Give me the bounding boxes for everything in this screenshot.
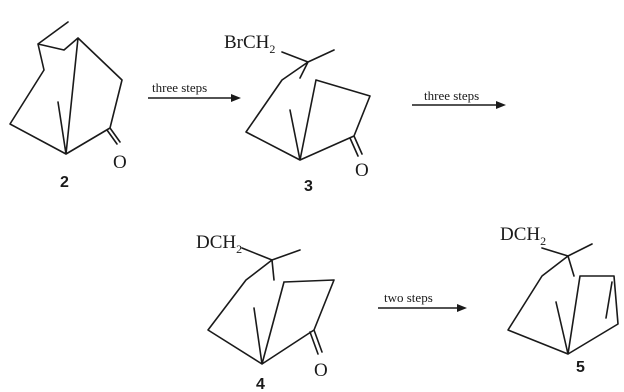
compound-4-structure: DCH2 O 4 bbox=[196, 232, 335, 392]
compound-4-substituent: DCH2 bbox=[196, 232, 242, 256]
compound-3-structure: BrCH2 O 3 bbox=[224, 32, 371, 195]
compound-2-structure: O 2 bbox=[9, 21, 127, 191]
compound-3-number: 3 bbox=[304, 178, 313, 195]
compound-4-oxygen: O bbox=[314, 360, 328, 381]
reaction-arrow-1: three steps bbox=[148, 80, 241, 102]
compound-2-number: 2 bbox=[60, 174, 69, 191]
arrow-1-conditions: three steps bbox=[152, 80, 207, 95]
compound-3-substituent: BrCH2 bbox=[224, 32, 275, 56]
compound-5-structure: DCH2 5 bbox=[500, 224, 619, 376]
reaction-arrow-3: two steps bbox=[378, 290, 467, 312]
compound-5-substituent: DCH2 bbox=[500, 224, 546, 248]
arrow-3-conditions: two steps bbox=[384, 290, 433, 305]
compound-3-oxygen: O bbox=[355, 160, 369, 181]
reaction-arrow-2: three steps bbox=[412, 88, 506, 109]
compound-5-number: 5 bbox=[576, 359, 585, 376]
compound-2-oxygen: O bbox=[113, 152, 127, 173]
arrow-2-conditions: three steps bbox=[424, 88, 479, 103]
compound-4-number: 4 bbox=[256, 376, 265, 392]
